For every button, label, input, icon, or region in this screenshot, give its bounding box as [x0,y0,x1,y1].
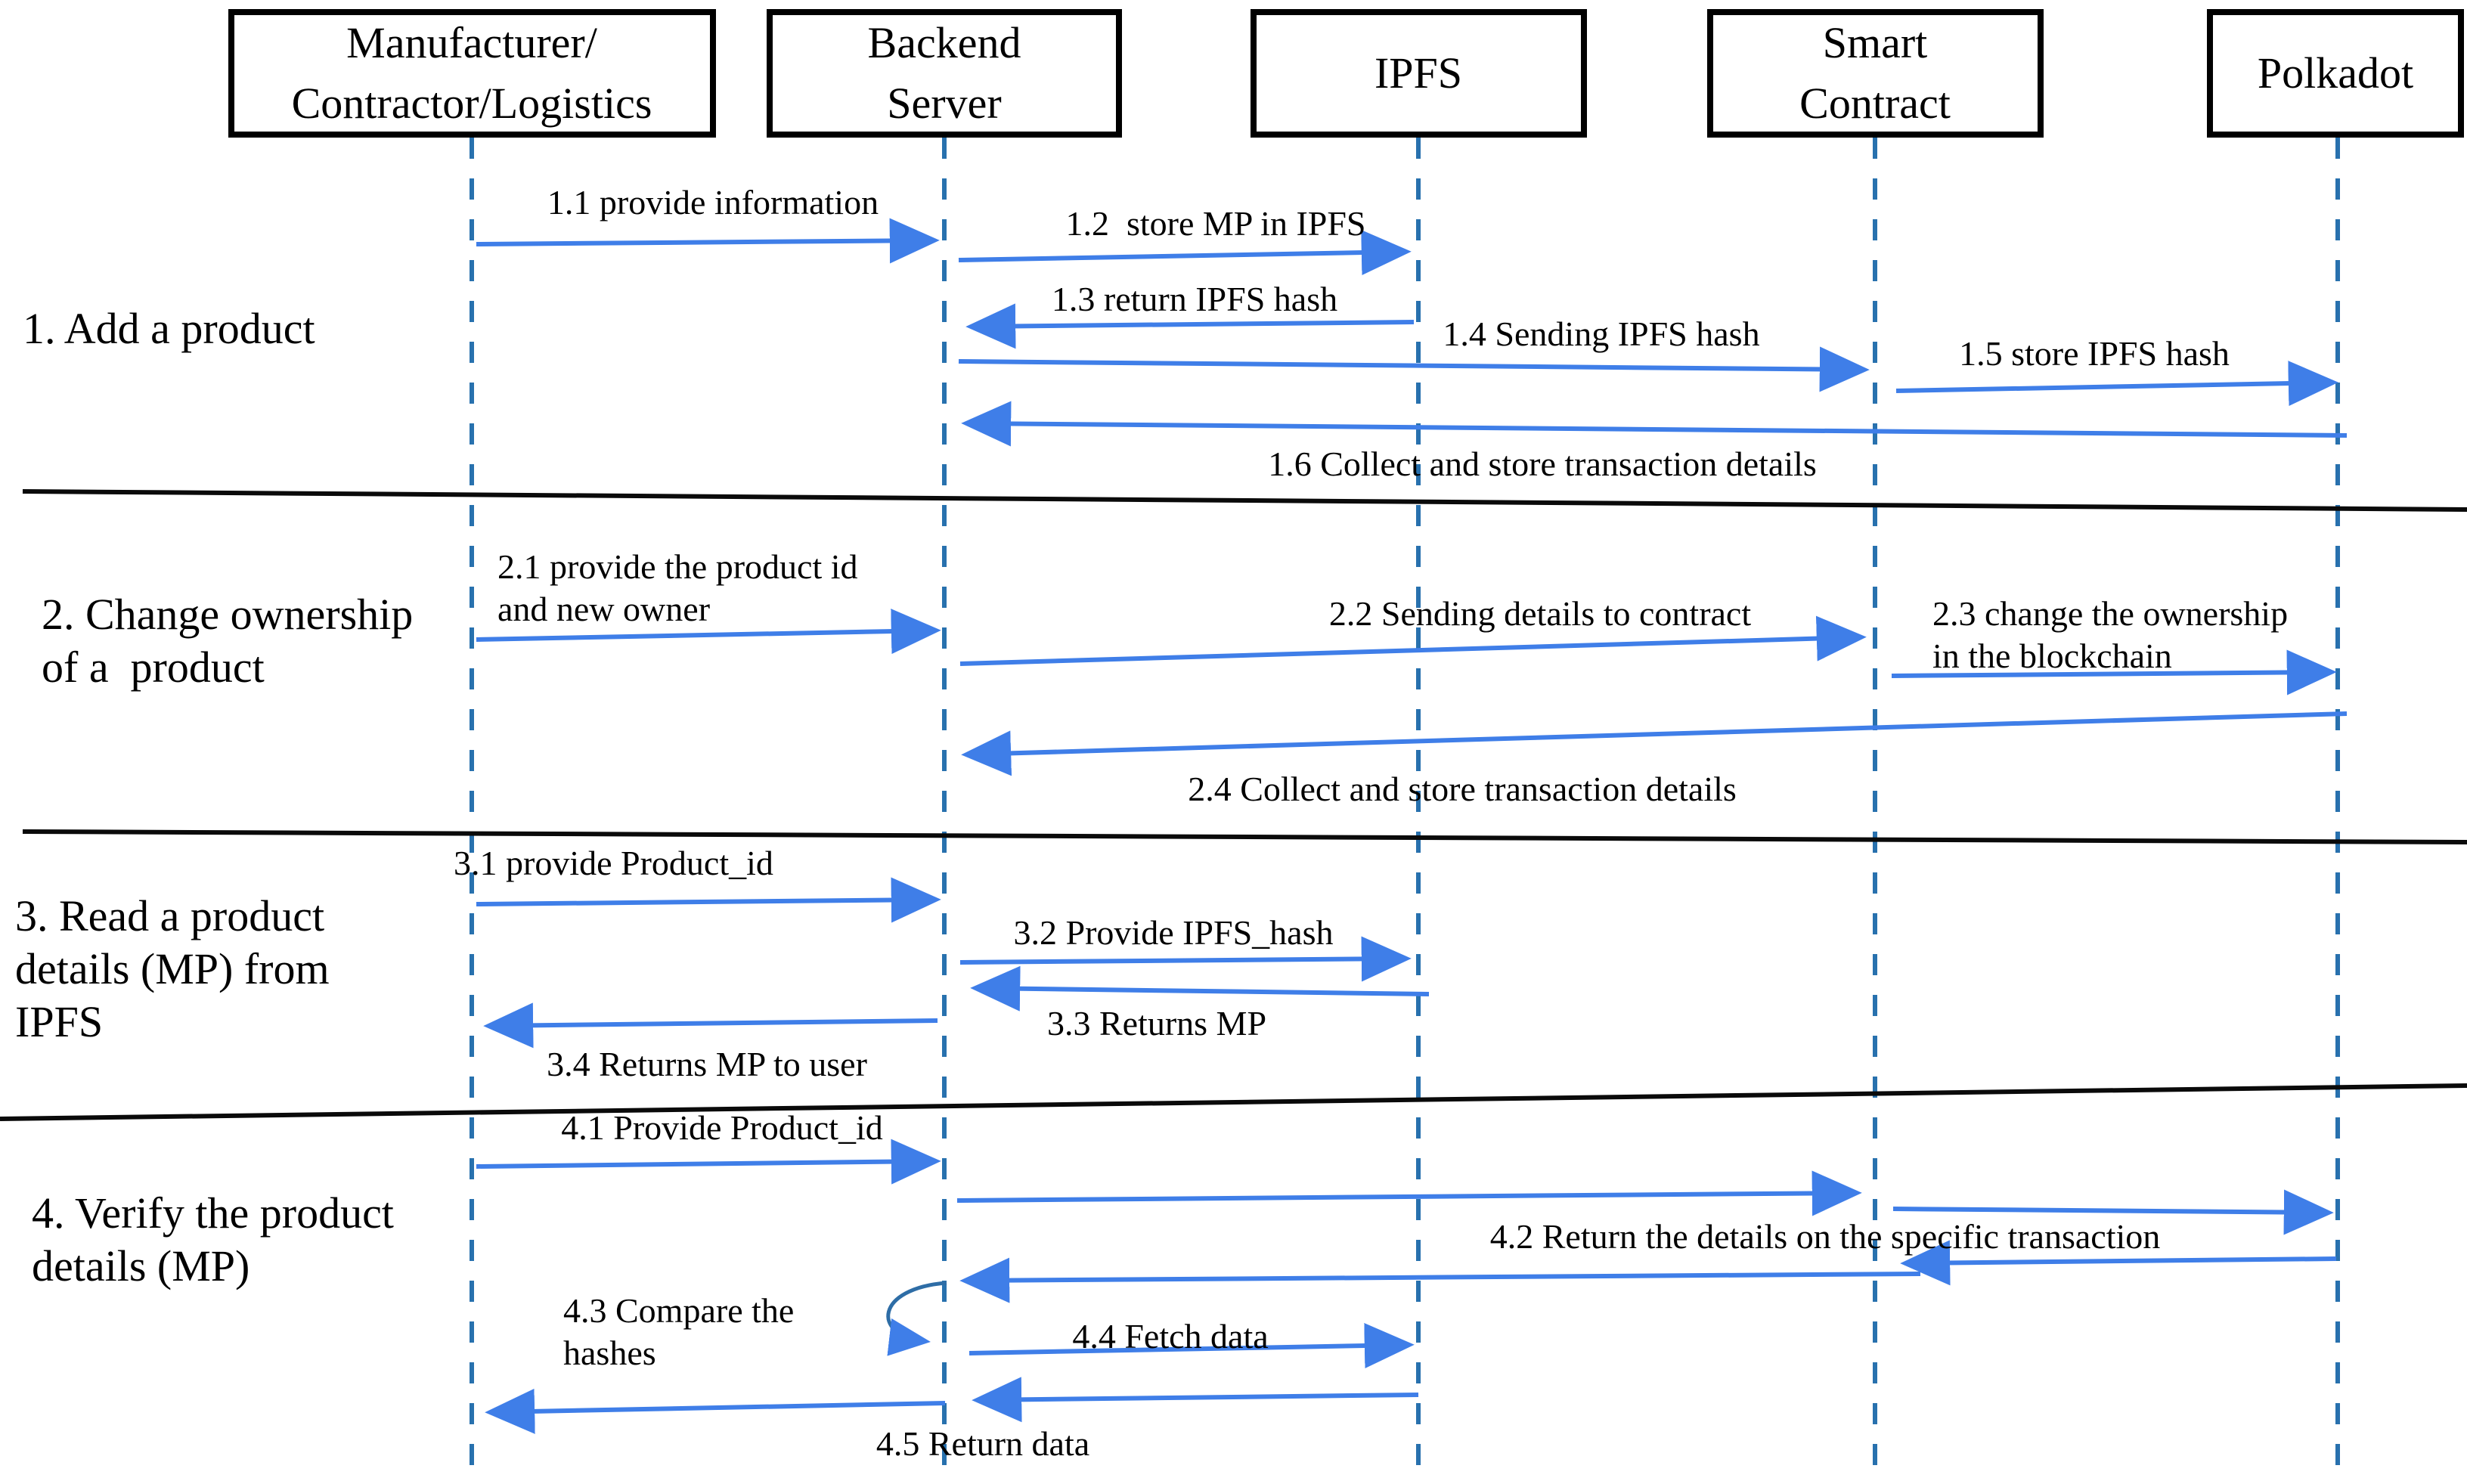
arrow-1.5 [1895,361,2338,407]
arrow-4.4-2 [972,1377,1419,1423]
arrow-2.1 [476,609,941,655]
section-divider-1 [22,489,2467,512]
section-divider-2 [22,829,2467,844]
message-label-3.4: 3.4 Returns MP to user [547,1045,867,1083]
message-label-3.1: 3.1 provide Product_id [454,844,773,882]
message-label-4.5: 4.5 Return data [876,1424,1090,1463]
message-label-2.1: 2.1 provide the product id and new owner [497,547,858,628]
arrow-1.6 [961,401,2348,447]
message-label-1.2: 1.2 store MP in IPFS [1065,204,1366,243]
message-label-2.2: 2.2 Sending details to contract [1328,594,1752,633]
section-label-s2: 2. Change ownership of a product [42,590,414,692]
section-label-s4: 4. Verify the product details (MP) [32,1188,394,1290]
message-label-4.3: 4.3 Compare the hashes [563,1291,795,1372]
actor-box-contract: Smart Contract [1706,9,2044,138]
arrow-4.2-2 [1892,1189,2334,1235]
arrow-4.2-1 [956,1170,1862,1216]
arrow-4.2-4 [959,1257,1921,1303]
message-label-1.4: 1.4 Sending IPFS hash [1443,314,1760,353]
self-loop-arrow-4.3-loop [886,1281,947,1356]
section-label-s1: 1. Add a product [23,304,315,353]
message-label-1.6: 1.6 Collect and store transaction detail… [1268,445,1817,483]
arrow-3.1 [476,877,941,923]
arrow-4.4-1 [969,1323,1415,1369]
section-divider-3 [0,1083,2467,1121]
message-label-4.2: 4.2 Return the details on the specific t… [1489,1217,2161,1256]
arrow-3.2 [959,936,1412,982]
arrow-4.1 [476,1139,941,1185]
message-label-3.2: 3.2 Provide IPFS_hash [1013,913,1334,952]
arrow-3.3 [970,965,1430,1012]
arrow-2.2 [959,615,1867,666]
message-label-1.3: 1.3 return IPFS hash [1051,280,1338,318]
message-label-1.1: 1.1 provide information [547,183,879,222]
arrow-4.2-3 [1900,1240,2337,1286]
actor-box-mcl: Manufacturer/ Contractor/Logistics [228,9,716,138]
message-label-4.4: 4.4 Fetch data [1072,1317,1269,1355]
arrow-3.4 [483,1002,938,1049]
arrow-1.2 [958,230,1412,276]
message-label-4.1: 4.1 Provide Product_id [561,1108,883,1147]
arrow-1.4 [958,346,1870,392]
message-label-2.4: 2.4 Collect and store transaction detail… [1188,770,1737,808]
arrow-2.3 [1891,649,2337,696]
arrow-2.4 [961,711,2348,776]
arrow-1.3 [965,303,1415,349]
actor-box-ipfs: IPFS [1250,9,1587,138]
actor-box-backend: Backend Server [767,9,1122,138]
message-label-3.3: 3.3 Returns MP [1046,1004,1267,1043]
actor-box-polkadot: Polkadot [2207,9,2464,138]
arrow-1.1 [476,218,940,264]
message-label-1.5: 1.5 store IPFS hash [1959,334,2230,373]
arrow-4.5 [485,1388,946,1434]
message-label-2.3: 2.3 change the ownership in the blockcha… [1932,594,2289,675]
section-label-s3: 3. Read a product details (MP) from IPFS [15,891,330,1046]
